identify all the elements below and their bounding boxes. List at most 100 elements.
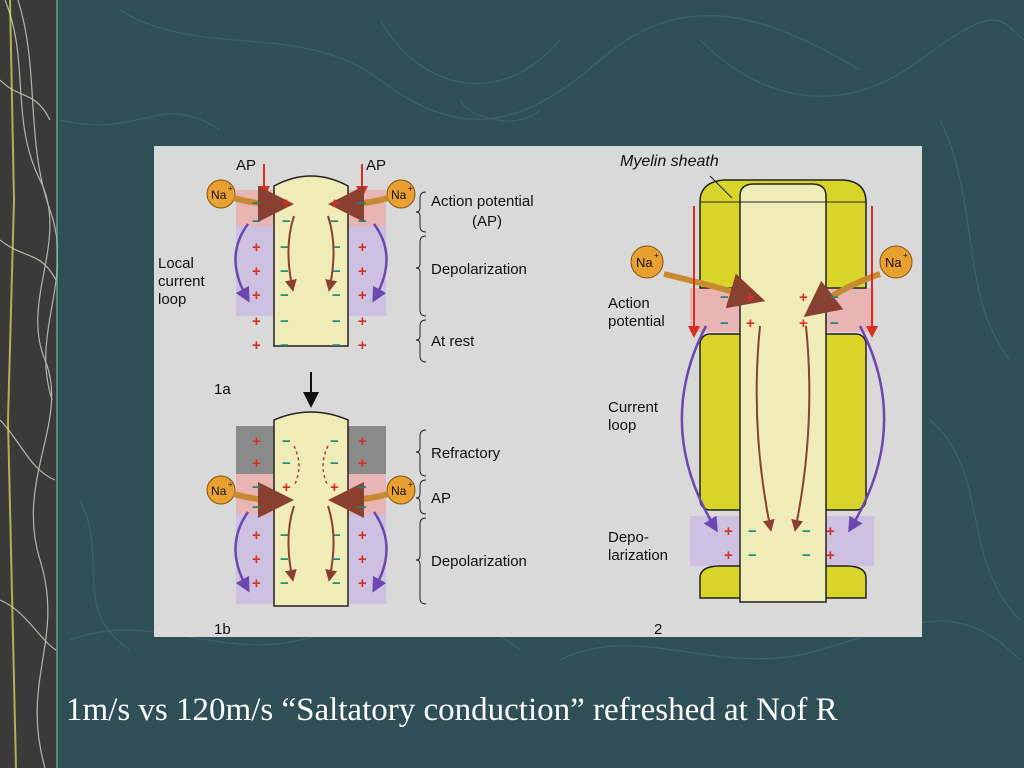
left-decorative-strip xyxy=(0,0,58,768)
svg-text:−: − xyxy=(802,547,811,564)
svg-text:−: − xyxy=(332,239,341,256)
label-current-2: Current xyxy=(608,399,659,416)
svg-text:−: − xyxy=(748,523,757,540)
na-ion-2-left-icon: Na + xyxy=(630,245,664,279)
svg-text:−: − xyxy=(330,213,339,230)
svg-text:+: + xyxy=(724,523,733,540)
svg-text:−: − xyxy=(358,479,367,496)
ap-label-left: AP xyxy=(236,157,256,174)
svg-text:−: − xyxy=(720,315,729,332)
label-local: Local xyxy=(158,255,194,272)
svg-text:Na: Na xyxy=(636,255,653,270)
svg-text:−: − xyxy=(330,433,339,450)
label-depo: Depo- xyxy=(608,529,649,546)
label-current: current xyxy=(158,273,206,290)
label-loop-2: loop xyxy=(608,417,636,434)
svg-text:−: − xyxy=(280,551,289,568)
svg-text:−: − xyxy=(252,479,261,496)
svg-text:−: − xyxy=(280,337,289,354)
panel-1a: AP AP Na + Na + ++ −− −− −− ++ ++ ++ ++ … xyxy=(158,157,534,408)
svg-text:+: + xyxy=(358,575,367,592)
svg-text:+: + xyxy=(252,287,261,304)
svg-text:−: − xyxy=(252,499,261,516)
na-ion-1b-left-icon: Na + xyxy=(206,475,236,505)
svg-text:Na: Na xyxy=(211,188,227,202)
svg-text:+: + xyxy=(799,289,808,306)
svg-text:+: + xyxy=(358,287,367,304)
svg-text:+: + xyxy=(903,251,908,260)
svg-text:−: − xyxy=(332,313,341,330)
panel-id-1a: 1a xyxy=(214,381,231,398)
panel-1b: Na + Na + ++ ++ −− −− ++ −− −− ++ ++ ++ … xyxy=(206,411,527,637)
label-loop: loop xyxy=(158,291,186,308)
svg-text:+: + xyxy=(746,289,755,306)
na-ion-1b-right-icon: Na + xyxy=(386,475,416,505)
svg-text:−: − xyxy=(332,263,341,280)
panel-2: Myelin sheath Na + Na + + + + + − − − − + + +… xyxy=(608,153,913,637)
svg-text:−: − xyxy=(282,455,291,472)
svg-text:+: + xyxy=(408,480,413,489)
svg-text:+: + xyxy=(252,551,261,568)
svg-text:−: − xyxy=(748,547,757,564)
svg-text:+: + xyxy=(826,523,835,540)
svg-text:−: − xyxy=(252,195,261,212)
label-at-rest: At rest xyxy=(431,333,475,350)
svg-text:+: + xyxy=(408,184,413,193)
svg-text:+: + xyxy=(252,263,261,280)
label-ap-abbr: (AP) xyxy=(472,213,502,230)
svg-text:−: − xyxy=(332,287,341,304)
svg-text:−: − xyxy=(252,213,261,230)
na-ion-1a-left-icon: Na + xyxy=(206,179,236,209)
svg-text:−: − xyxy=(282,213,291,230)
svg-text:+: + xyxy=(826,547,835,564)
svg-text:−: − xyxy=(280,313,289,330)
svg-text:−: − xyxy=(280,287,289,304)
svg-text:+: + xyxy=(358,433,367,450)
svg-text:−: − xyxy=(358,195,367,212)
svg-text:+: + xyxy=(358,313,367,330)
svg-text:+: + xyxy=(252,575,261,592)
svg-text:+: + xyxy=(654,251,659,260)
svg-text:+: + xyxy=(799,315,808,332)
svg-text:−: − xyxy=(358,213,367,230)
svg-text:−: − xyxy=(280,527,289,544)
svg-text:+: + xyxy=(282,195,291,212)
svg-text:−: − xyxy=(332,337,341,354)
svg-text:+: + xyxy=(252,313,261,330)
svg-text:+: + xyxy=(252,527,261,544)
svg-text:Na: Na xyxy=(391,484,407,498)
svg-text:+: + xyxy=(252,455,261,472)
svg-text:Na: Na xyxy=(885,255,902,270)
svg-text:−: − xyxy=(332,527,341,544)
svg-text:+: + xyxy=(330,479,339,496)
saltatory-conduction-figure: AP AP Na + Na + ++ −− −− −− ++ ++ ++ ++ … xyxy=(154,146,922,637)
svg-text:+: + xyxy=(228,480,233,489)
svg-text:+: + xyxy=(282,479,291,496)
svg-text:+: + xyxy=(252,239,261,256)
label-action-potential: Action potential xyxy=(431,193,534,210)
svg-text:−: − xyxy=(830,315,839,332)
label-depolarization-1a: Depolarization xyxy=(431,261,527,278)
label-larization: larization xyxy=(608,547,668,564)
label-depolarization-1b: Depolarization xyxy=(431,553,527,570)
svg-text:+: + xyxy=(358,337,367,354)
svg-text:−: − xyxy=(830,289,839,306)
svg-text:−: − xyxy=(282,433,291,450)
na-ion-2-right-icon: Na + xyxy=(879,245,913,279)
svg-text:−: − xyxy=(332,551,341,568)
label-myelin-sheath: Myelin sheath xyxy=(620,153,719,170)
svg-text:−: − xyxy=(280,239,289,256)
svg-text:+: + xyxy=(746,315,755,332)
svg-text:+: + xyxy=(358,527,367,544)
panel-id-2: 2 xyxy=(654,621,662,637)
svg-text:−: − xyxy=(720,289,729,306)
na-ion-1a-right-icon: Na + xyxy=(386,179,416,209)
svg-text:+: + xyxy=(724,547,733,564)
svg-text:−: − xyxy=(280,575,289,592)
label-action: Action xyxy=(608,295,650,312)
panel-id-1b: 1b xyxy=(214,621,231,637)
label-ap-1b: AP xyxy=(431,490,451,507)
ap-label-right: AP xyxy=(366,157,386,174)
svg-text:−: − xyxy=(802,523,811,540)
label-refractory: Refractory xyxy=(431,445,501,462)
